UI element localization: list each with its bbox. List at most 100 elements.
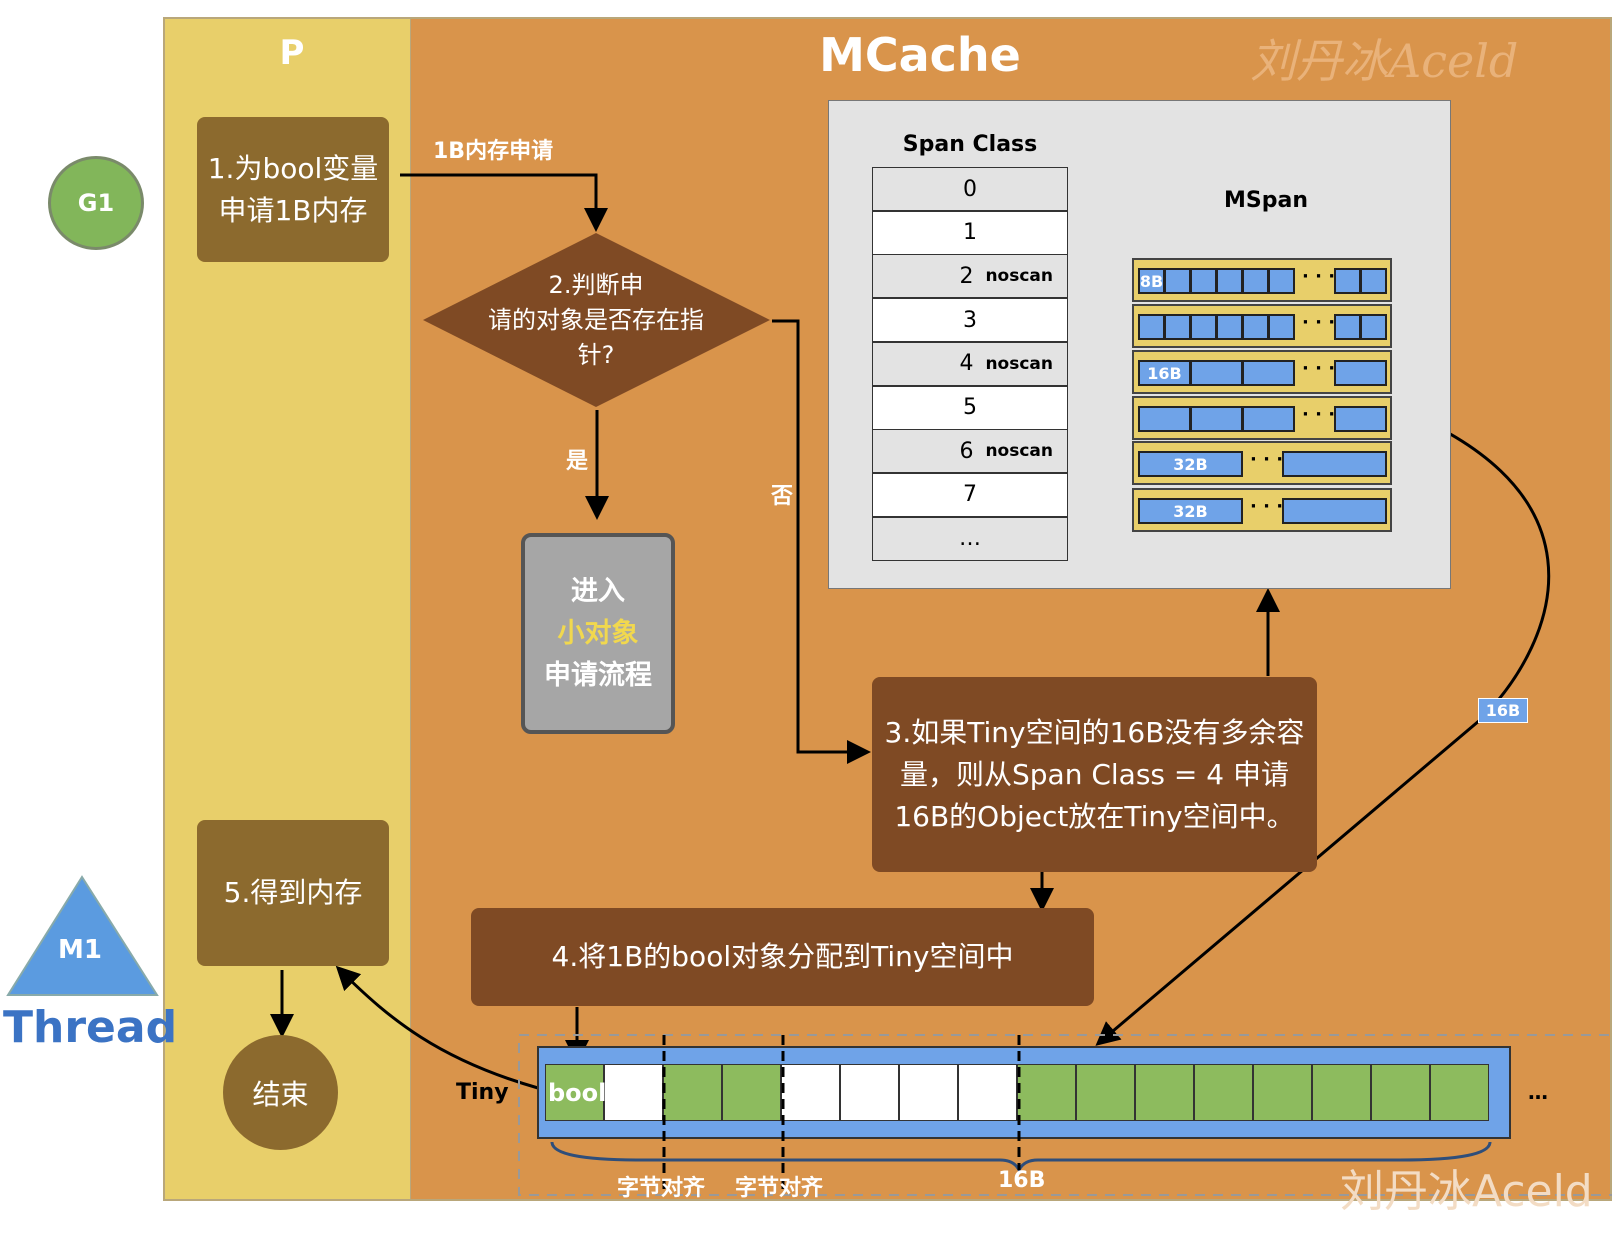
tiny-byte-cell <box>1017 1064 1076 1121</box>
noscan-tag: noscan <box>985 353 1053 374</box>
mspan-object <box>1242 268 1269 294</box>
mspan-row: 8B · · · <box>1132 258 1392 302</box>
mspan-object: 8B <box>1138 268 1165 294</box>
step2-line: 针? <box>577 341 615 369</box>
span-class-row: 1 <box>872 210 1068 255</box>
yes-label: 是 <box>566 449 589 474</box>
mspan-object <box>1164 314 1191 340</box>
tiny-byte-cell <box>899 1064 958 1121</box>
arrow-no <box>772 319 871 764</box>
step1-line: 申请1B内存 <box>218 193 368 227</box>
step4-box: 4.将1B的bool对象分配到Tiny空间中 <box>471 908 1094 1006</box>
span-class-row: 0 <box>872 167 1068 211</box>
mspan-object <box>1190 406 1243 432</box>
mspan-object <box>1190 314 1217 340</box>
mspan-object <box>1334 406 1387 432</box>
no-label: 否 <box>771 484 794 509</box>
p-title: P <box>279 33 305 73</box>
thread-label: Thread <box>3 1002 178 1053</box>
mspan-object <box>1216 268 1243 294</box>
step2-line: 2.判断申 <box>548 271 644 299</box>
span-class-row: 2 noscan <box>872 254 1068 299</box>
mspan-row: 32B· · · <box>1132 441 1392 485</box>
mspan-row: · · · <box>1132 304 1392 348</box>
tiny-byte-cell <box>604 1064 663 1121</box>
watermark-bottom: 刘丹冰Aceld <box>1340 1166 1593 1217</box>
step5-box: 5.得到内存 <box>197 820 389 966</box>
step3-line: 3.如果Tiny空间的16B没有多余容 <box>884 715 1305 749</box>
align-label-2: 字节对齐 <box>735 1176 824 1201</box>
mspan-object <box>1334 314 1361 340</box>
step1-line: 1.为bool变量 <box>207 151 379 185</box>
span-class-id: 2 <box>959 263 974 289</box>
mspan-object <box>1138 314 1165 340</box>
span-class-id: 3 <box>963 307 977 333</box>
span-class-id: 0 <box>963 176 977 202</box>
tiny-brace <box>550 1141 1492 1174</box>
mspan-dots: · · · <box>1302 404 1336 425</box>
mspan-object: 32B <box>1138 498 1243 524</box>
tiny-byte-cell <box>958 1064 1017 1121</box>
request-label: 1B内存申请 <box>433 139 554 164</box>
span-class-title: Span Class <box>902 132 1038 157</box>
mspan-object <box>1334 360 1387 386</box>
step3-box: 3.如果Tiny空间的16B没有多余容 量，则从Span Class = 4 申… <box>872 677 1317 872</box>
mcache-title: MCache <box>819 28 1021 82</box>
link-16b-tag: 16B <box>1478 698 1528 723</box>
mspan-dots: · · · <box>1302 358 1336 379</box>
align-label-1: 字节对齐 <box>617 1176 706 1201</box>
tiny-byte-cell <box>722 1064 781 1121</box>
span-class-id: 4 <box>959 351 974 377</box>
mspan-title: MSpan <box>1224 188 1308 213</box>
small-object-line: 申请流程 <box>544 659 652 691</box>
mspan-object <box>1216 314 1243 340</box>
tiny-byte-cell <box>1253 1064 1312 1121</box>
small-object-box: 进入 小对象 申请流程 <box>521 533 675 734</box>
mspan-row: 16B· · · <box>1132 350 1392 394</box>
mspan-object <box>1268 314 1295 340</box>
step3-line: 16B的Object放在Tiny空间中。 <box>894 799 1295 833</box>
step2-line: 请的对象是否存在指 <box>488 306 704 334</box>
tiny-more: … <box>1528 1080 1548 1104</box>
mspan-object <box>1190 360 1243 386</box>
span-class-row: 5 <box>872 385 1068 430</box>
mspan-object <box>1282 498 1387 524</box>
step2-text: 2.判断申 请的对象是否存在指 针? <box>450 268 742 373</box>
tiny-byte-cell <box>781 1064 840 1121</box>
small-object-line: 进入 <box>571 575 625 607</box>
watermark-top: 刘丹冰Aceld <box>1250 34 1519 88</box>
mspan-object <box>1360 268 1387 294</box>
mspan-object <box>1282 451 1387 477</box>
tiny-byte-cell <box>1076 1064 1135 1121</box>
mspan-object <box>1242 360 1295 386</box>
mspan-dots: · · · <box>1302 266 1336 287</box>
step3-line: 量，则从Span Class = 4 申请 <box>900 757 1289 791</box>
noscan-tag: noscan <box>985 266 1053 287</box>
span-class-row: 7 <box>872 472 1068 517</box>
tiny-byte-cell <box>545 1064 604 1121</box>
mspan-object <box>1242 406 1295 432</box>
span-class-row: 4 noscan <box>872 341 1068 386</box>
step1-box: 1.为bool变量 申请1B内存 <box>197 117 389 262</box>
end-node: 结束 <box>223 1035 338 1150</box>
span-class-row: 3 <box>872 298 1068 343</box>
tiny-dashed-region <box>518 1034 1612 1196</box>
span-class-id: 5 <box>963 395 977 420</box>
tiny-label: Tiny <box>456 1080 509 1105</box>
mspan-object <box>1268 268 1295 294</box>
span-class-row: … <box>872 516 1068 561</box>
m1-triangle <box>6 875 159 996</box>
m1-label: M1 <box>58 935 102 965</box>
tiny-byte-cell <box>663 1064 722 1121</box>
mspan-object <box>1360 314 1387 340</box>
tiny-byte-cell <box>1194 1064 1253 1121</box>
arrow-request <box>400 173 608 232</box>
tiny-byte-cell <box>1371 1064 1430 1121</box>
small-object-line: 小对象 <box>557 617 639 649</box>
mspan-object: 32B <box>1138 451 1243 477</box>
tiny-size-label: 16B <box>998 1168 1046 1193</box>
mspan-row: 32B· · · <box>1132 488 1392 532</box>
